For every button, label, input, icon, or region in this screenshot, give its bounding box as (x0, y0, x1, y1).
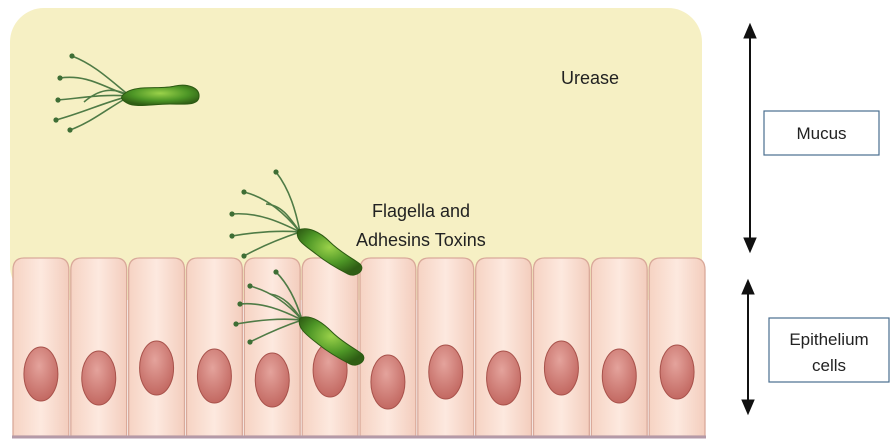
mucus-arrow (744, 24, 756, 252)
epithelial-cell (71, 258, 127, 436)
epithelium-box-label-line2: cells (812, 356, 846, 375)
cell-nucleus (255, 353, 289, 407)
cell-nucleus (660, 345, 694, 399)
cell-nucleus (197, 349, 231, 403)
cell-nucleus (371, 355, 405, 409)
epithelial-cell (187, 258, 243, 436)
epithelial-cell (244, 258, 300, 436)
epithelial-cell (591, 258, 647, 436)
cell-nucleus (544, 341, 578, 395)
cell-nucleus (82, 351, 116, 405)
mucus-box-label: Mucus (796, 124, 846, 143)
urease-label: Urease (561, 68, 619, 88)
epithelium-arrow (742, 280, 754, 414)
cell-nucleus (602, 349, 636, 403)
epithelial-cell (476, 258, 532, 436)
cell-nucleus (487, 351, 521, 405)
flagella-label-line1: Flagella and (372, 201, 470, 221)
flagella-label-line2: Adhesins Toxins (356, 230, 486, 250)
cell-nucleus (24, 347, 58, 401)
cell-nucleus (140, 341, 174, 395)
epithelium-box-label-line1: Epithelium (789, 330, 868, 349)
cell-nucleus (429, 345, 463, 399)
mucus-layer (10, 8, 702, 300)
